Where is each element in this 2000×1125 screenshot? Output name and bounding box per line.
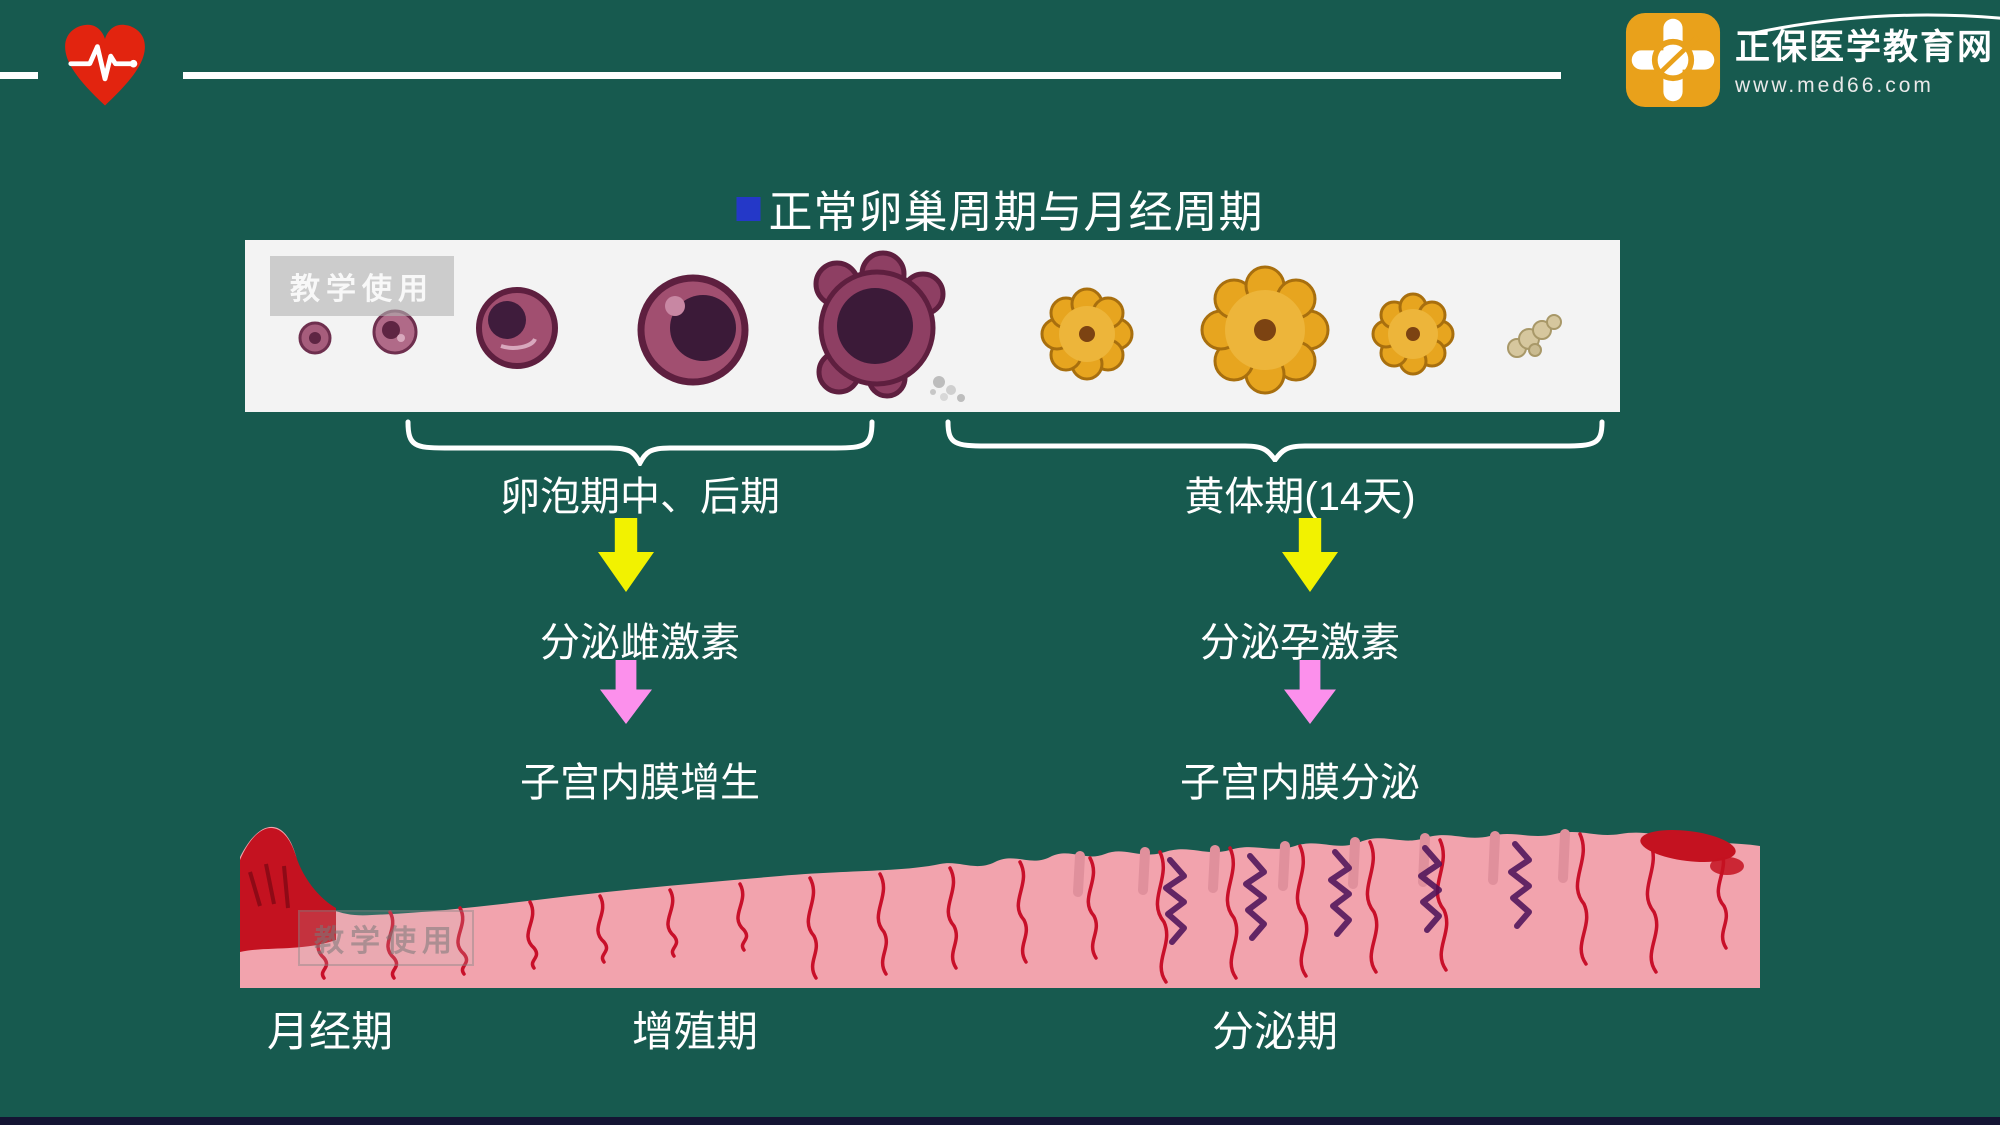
right-brace-icon: [945, 419, 1605, 462]
label-secretory-phase: 分泌期: [1211, 1008, 1339, 1055]
left-pink-arrow-icon: [600, 660, 652, 724]
logo: 正保医学教育网 www.med66.com: [1625, 12, 2000, 108]
heart-ecg-icon: [55, 20, 155, 115]
label-proliferative-phase: 增殖期: [631, 1008, 759, 1055]
left-brace-icon: [405, 419, 875, 466]
right-effect-label: 子宫内膜分泌: [1180, 761, 1420, 805]
header-line: [183, 72, 1561, 79]
label-menstrual-phase: 月经期: [266, 1008, 394, 1055]
watermark-badge: 教学使用: [270, 256, 454, 316]
title-bullet-icon: [736, 197, 761, 221]
header-line-left: [0, 72, 38, 79]
footer-bar: [0, 1117, 2000, 1125]
ovarian-cycle-image: 教学使用: [245, 240, 1620, 412]
right-hormone-label: 分泌孕激素: [1200, 621, 1400, 665]
left-effect-label: 子宫内膜增生: [520, 761, 760, 805]
logo-url: www.med66.com: [1735, 73, 1934, 97]
left-hormone-label: 分泌雌激素: [540, 621, 740, 665]
left-yellow-arrow-icon: [598, 518, 654, 592]
follicle-stages-illustration: [298, 250, 1562, 402]
endometrium-image: 教学使用: [240, 812, 1760, 988]
title-text: 正常卵巢周期与月经周期: [768, 188, 1264, 237]
logo-cross-icon: [1625, 12, 1721, 108]
watermark-badge-2: 教学使用: [298, 910, 474, 966]
page-title: 正常卵巢周期与月经周期: [736, 176, 1264, 240]
left-phase-label: 卵泡期中、后期: [500, 475, 780, 519]
right-yellow-arrow-icon: [1282, 518, 1338, 592]
endometrium-illustration: [240, 826, 1760, 988]
right-phase-label: 黄体期(14天): [1184, 475, 1416, 519]
logo-title: 正保医学教育网: [1735, 28, 1995, 67]
right-pink-arrow-icon: [1284, 660, 1336, 724]
logo-swoosh-icon: [1748, 13, 2000, 36]
logo-text: 正保医学教育网 www.med66.com: [1735, 12, 2000, 98]
